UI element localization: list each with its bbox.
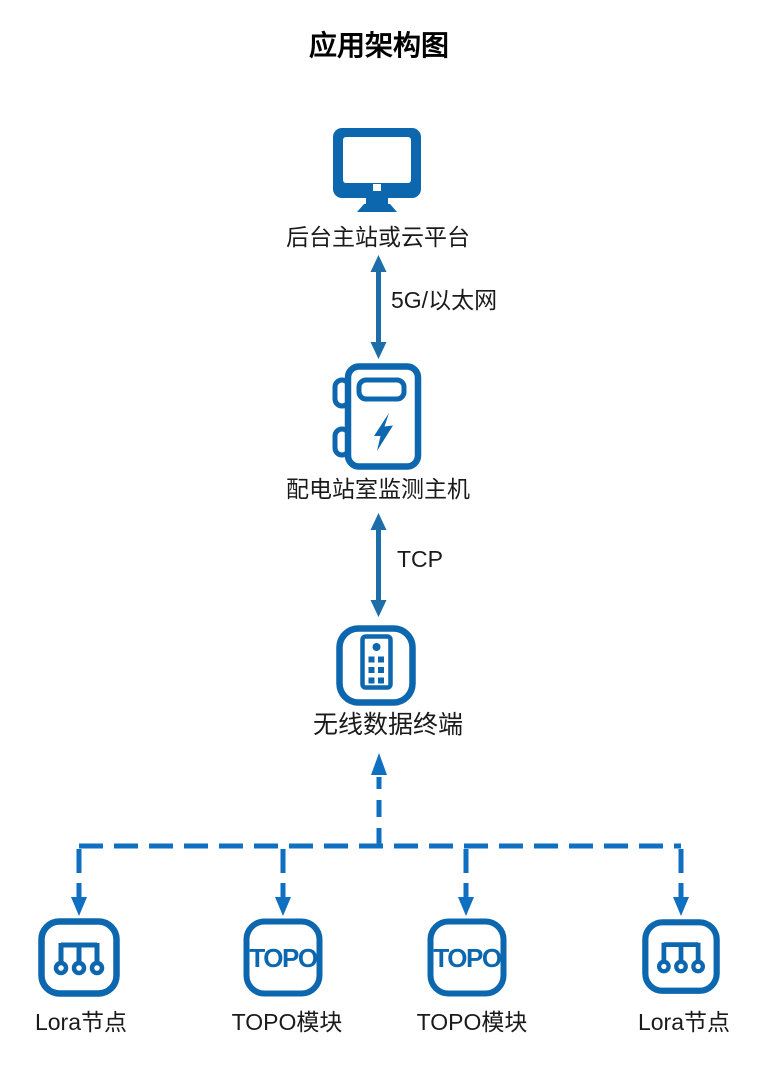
topo-icon-text: TOPO bbox=[433, 943, 501, 973]
power-distribution-cabinet-icon bbox=[332, 363, 422, 470]
lora-node-icon bbox=[38, 918, 120, 997]
topo-module-left-label: TOPO模块 bbox=[231, 1009, 343, 1035]
drop-arrow-topo-left bbox=[275, 849, 291, 916]
topo-icon-text: TOPO bbox=[249, 943, 317, 973]
drop-arrow-topo-right bbox=[458, 849, 474, 916]
diagram-title: 应用架构图 bbox=[308, 30, 450, 61]
topo-module-right-label: TOPO模块 bbox=[416, 1009, 528, 1035]
bus-uplink-arrow bbox=[371, 753, 387, 845]
monitor-icon bbox=[333, 128, 421, 212]
cloud-host-arrow bbox=[370, 255, 387, 359]
host-terminal-arrow bbox=[370, 513, 387, 617]
wireless-terminal-label: 无线数据终端 bbox=[312, 711, 464, 739]
topo-module-icon: TOPO bbox=[243, 918, 323, 997]
lora-node-icon bbox=[642, 919, 720, 994]
link-5g-ethernet-label: 5G/以太网 bbox=[391, 287, 498, 313]
monitoring-host-label: 配电站室监测主机 bbox=[286, 476, 470, 502]
drop-arrow-lora-left bbox=[71, 849, 87, 916]
lora-node-left-label: Lora节点 bbox=[34, 1009, 128, 1035]
wireless-data-terminal-icon bbox=[336, 625, 416, 706]
lora-node-right-label: Lora节点 bbox=[637, 1009, 731, 1035]
link-tcp-label: TCP bbox=[397, 546, 443, 572]
cloud-platform-label: 后台主站或云平台 bbox=[286, 224, 470, 250]
topo-module-icon: TOPO bbox=[427, 918, 507, 997]
drop-arrow-lora-right bbox=[673, 849, 689, 916]
